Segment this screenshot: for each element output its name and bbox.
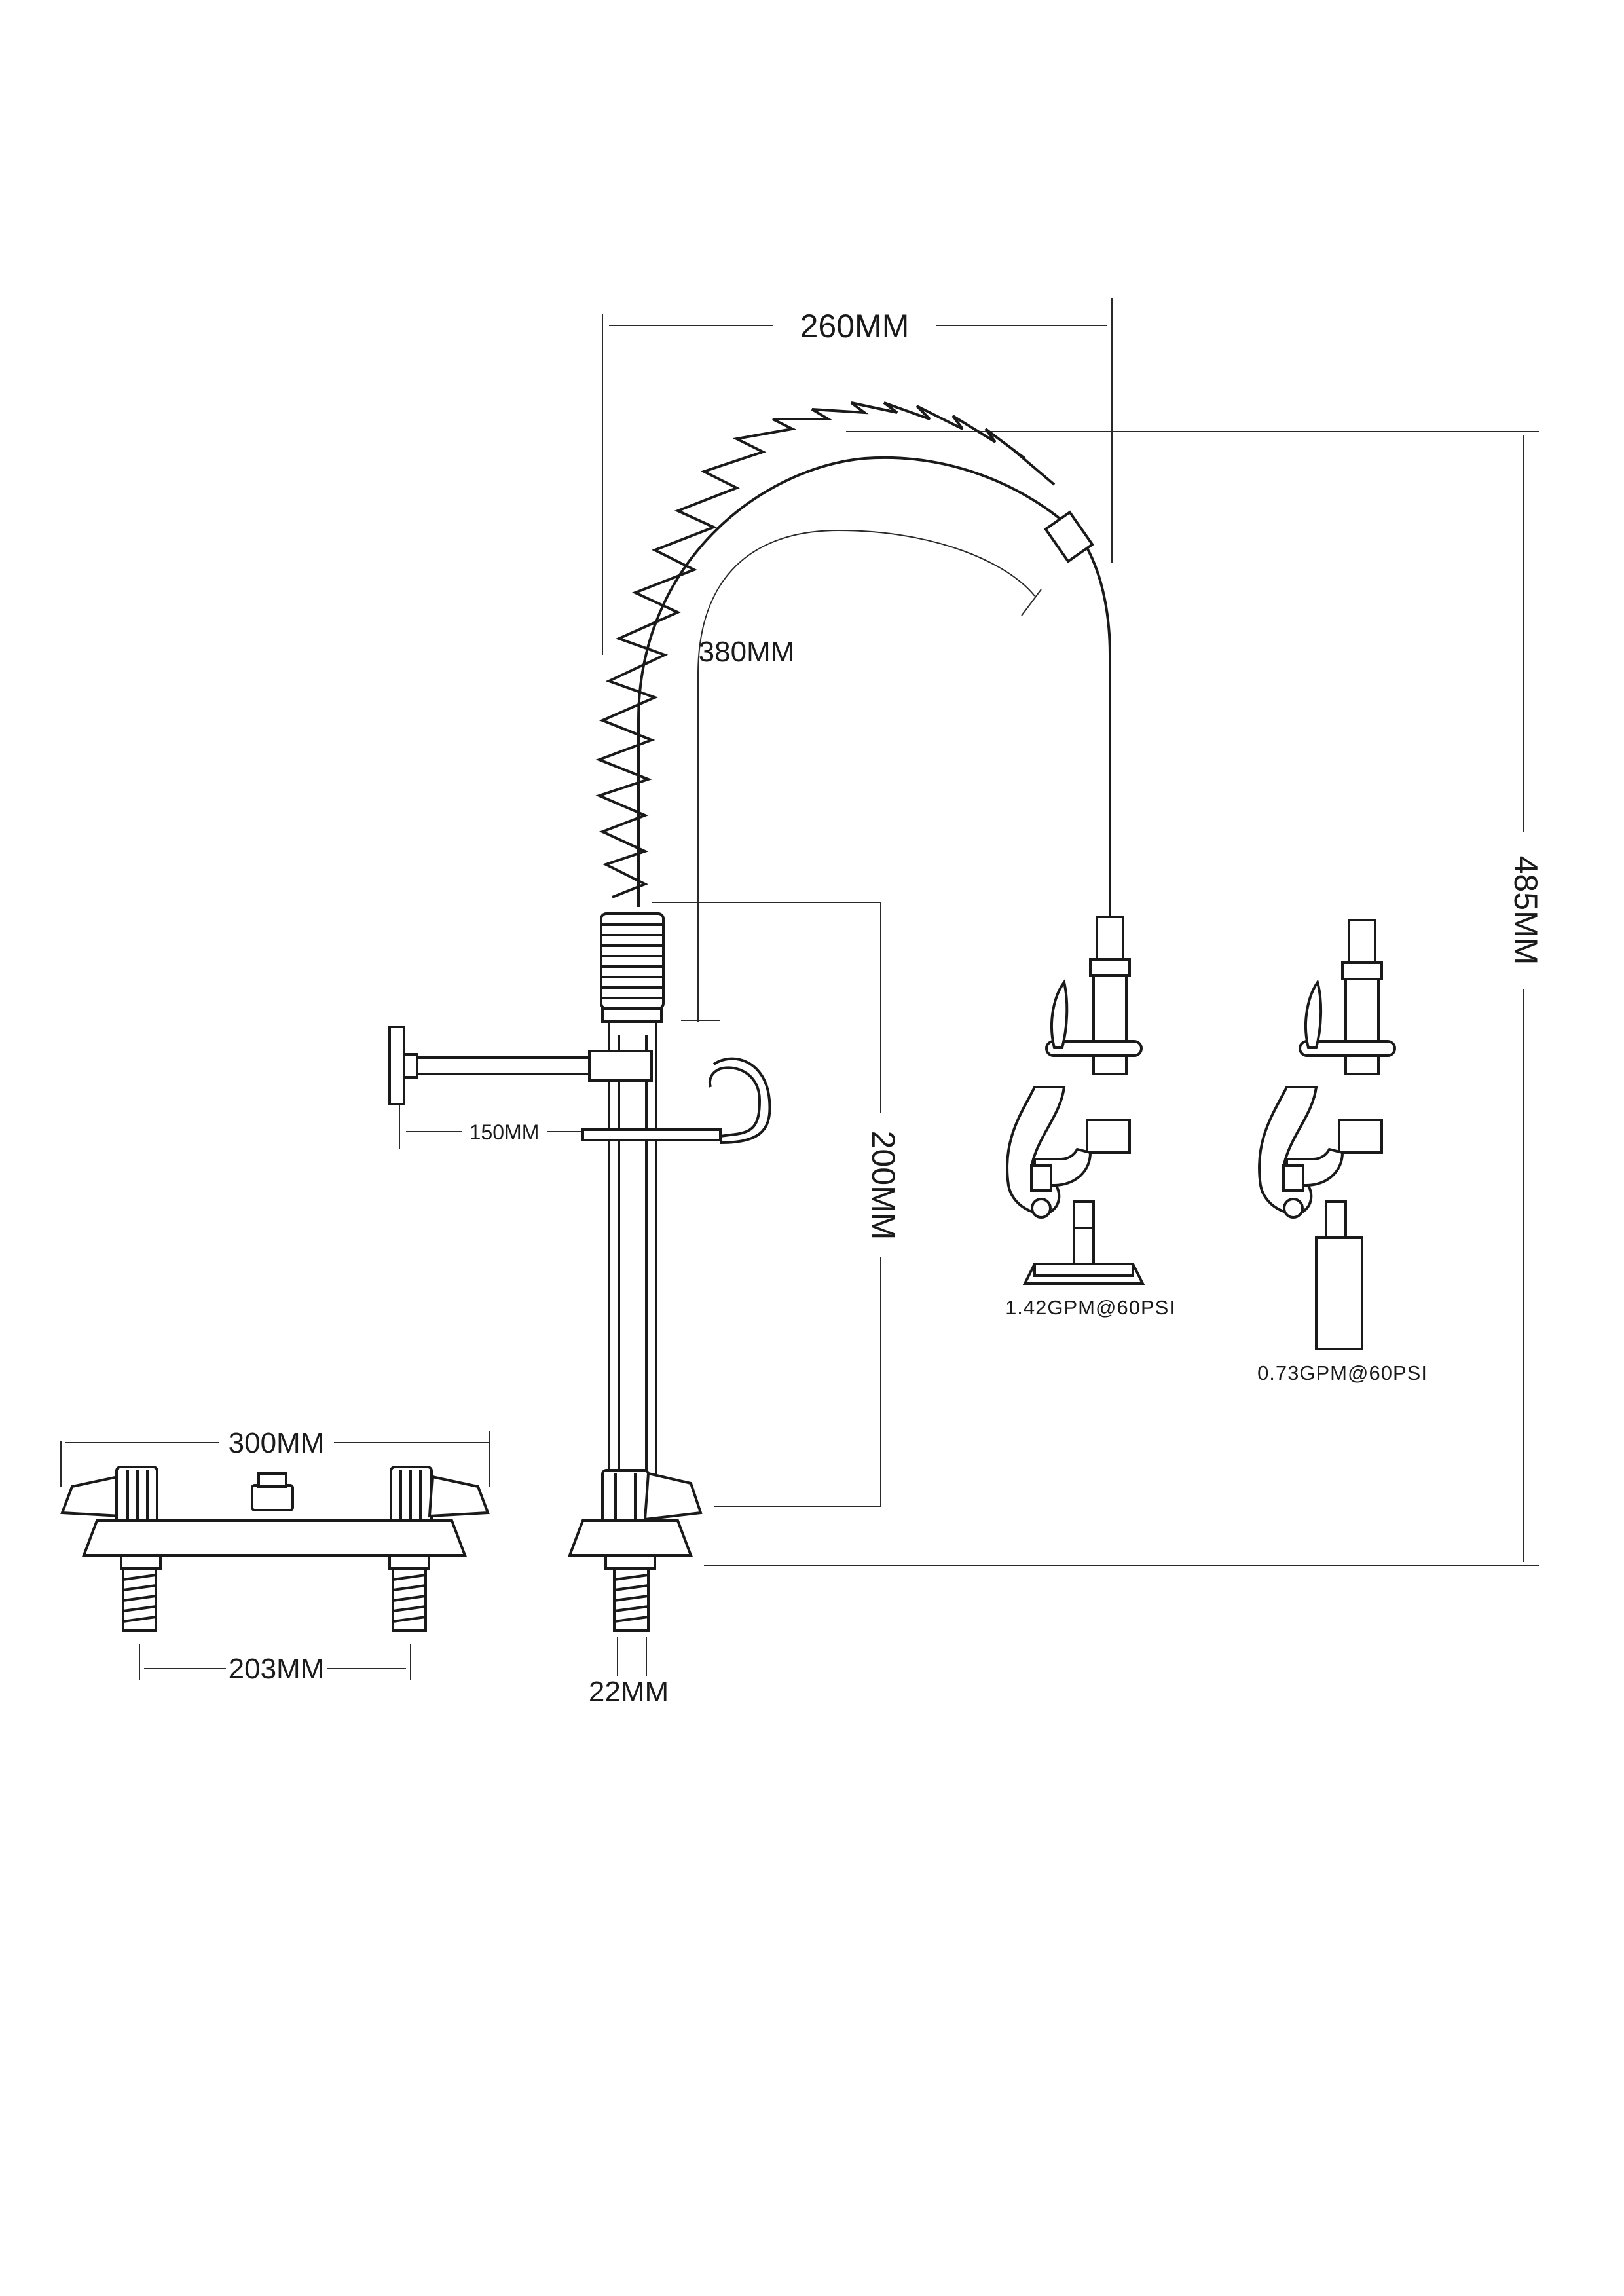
dimension-485mm: 485MM xyxy=(1507,856,1544,965)
hook xyxy=(708,1066,762,1138)
base-handle xyxy=(643,1472,703,1521)
deck-mount-assembly xyxy=(60,1466,490,1632)
dimension-380mm: 380MM xyxy=(699,636,795,668)
wall-arm-collar xyxy=(588,1050,653,1082)
dimension-300mm: 300MM xyxy=(229,1427,325,1459)
riser-tube xyxy=(608,1020,657,1481)
wall-arm xyxy=(401,1056,591,1075)
right-handle xyxy=(428,1475,490,1518)
hose xyxy=(637,456,1111,920)
pre-rinse-riser xyxy=(388,401,1111,1632)
spring-coil xyxy=(595,401,1056,898)
flow-rate-2: 0.73GPM@60PSI xyxy=(1257,1361,1428,1384)
dimension-200mm: 200MM xyxy=(865,1131,902,1240)
wall-flange xyxy=(388,1026,405,1105)
dimension-22mm: 22MM xyxy=(589,1676,669,1708)
center-nut xyxy=(251,1484,294,1511)
spray-head-1 xyxy=(1006,916,1145,1285)
spring-tip xyxy=(1043,510,1094,563)
dimension-260mm: 260MM xyxy=(800,308,910,344)
deck-base xyxy=(82,1519,467,1557)
left-handle xyxy=(60,1475,123,1518)
spray-nozzle-narrow xyxy=(1315,1236,1363,1350)
spray-head-2 xyxy=(1258,919,1396,1350)
dimension-150mm: 150MM xyxy=(470,1120,540,1144)
hook-bracket xyxy=(581,1128,722,1141)
spring-collar xyxy=(600,912,665,1010)
base-valve xyxy=(601,1469,650,1527)
riser-base xyxy=(568,1519,693,1557)
dimension-203mm: 203MM xyxy=(229,1653,325,1685)
flow-rate-1: 1.42GPM@60PSI xyxy=(1005,1296,1175,1319)
dimension-lines xyxy=(60,298,1539,1680)
